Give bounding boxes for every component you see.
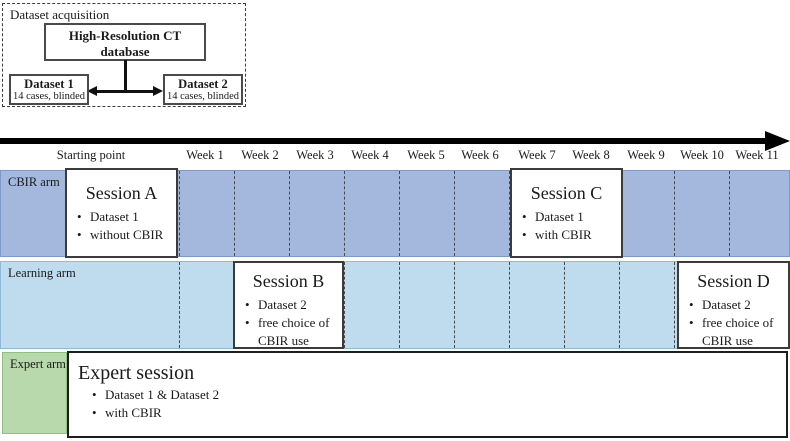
session-d-bullet-2: free choice of CBIR use bbox=[689, 314, 786, 350]
session-a-title: Session A bbox=[85, 183, 158, 203]
week-divider bbox=[619, 262, 620, 348]
session-c-title: Session C bbox=[530, 183, 603, 203]
dataset2-box: Dataset 2 14 cases, blinded bbox=[163, 74, 243, 105]
week-label-4: Week 4 bbox=[351, 148, 389, 162]
expert-arm-band: Expert arm bbox=[2, 352, 67, 434]
week-divider bbox=[674, 262, 675, 348]
connector-horizontal-line bbox=[93, 90, 157, 93]
expert-session-bullets: Dataset 1 & Dataset 2 with CBIR bbox=[69, 386, 786, 423]
week-label-10: Week 10 bbox=[680, 148, 724, 162]
expert-session-bullet-2: with CBIR bbox=[92, 404, 786, 422]
arrowhead-right-icon bbox=[153, 86, 163, 96]
week-divider bbox=[674, 171, 675, 256]
week-label-8: Week 8 bbox=[572, 148, 610, 162]
session-c-bullet-2: with CBIR bbox=[522, 226, 619, 244]
session-b-bullets: Dataset 2 free choice of CBIR use bbox=[235, 296, 342, 350]
week-divider bbox=[179, 171, 180, 256]
dataset-acquisition-panel: Dataset acquisition High-Resolution CT d… bbox=[2, 3, 246, 107]
learning-arm-label: Learning arm bbox=[8, 266, 76, 280]
dataset2-name: Dataset 2 bbox=[178, 77, 228, 91]
session-b-title: Session B bbox=[252, 271, 325, 291]
expert-arm-label: Expert arm bbox=[10, 357, 66, 371]
learning-arm-band: Learning arm bbox=[0, 261, 790, 349]
session-d-title: Session D bbox=[697, 271, 770, 291]
session-a-bullets: Dataset 1 without CBIR bbox=[67, 208, 176, 244]
timeline-arrowhead-icon bbox=[765, 131, 790, 151]
week-divider bbox=[289, 171, 290, 256]
session-b-bullet-2: free choice of CBIR use bbox=[245, 314, 340, 350]
session-a-box: Session A Dataset 1 without CBIR bbox=[65, 168, 178, 258]
expert-session-box: Expert session Dataset 1 & Dataset 2 wit… bbox=[67, 351, 788, 438]
dataset1-name: Dataset 1 bbox=[24, 77, 74, 91]
dataset-acquisition-title: Dataset acquisition bbox=[10, 7, 110, 22]
session-c-box: Session C Dataset 1 with CBIR bbox=[510, 168, 623, 258]
session-d-bullets: Dataset 2 free choice of CBIR use bbox=[679, 296, 788, 350]
week-label-2: Week 2 bbox=[241, 148, 279, 162]
week-divider bbox=[454, 171, 455, 256]
week-label-9: Week 9 bbox=[627, 148, 665, 162]
ct-database-box: High-Resolution CT database bbox=[44, 23, 206, 61]
week-label-3: Week 3 bbox=[296, 148, 334, 162]
ct-database-line1: High-Resolution CT bbox=[68, 28, 182, 43]
week-divider bbox=[179, 262, 180, 348]
timeline-arrow-shaft bbox=[0, 138, 770, 144]
session-b-bullet-1: Dataset 2 bbox=[245, 296, 340, 314]
week-label-7: Week 7 bbox=[518, 148, 556, 162]
dataset2-detail: 14 cases, blinded bbox=[166, 91, 240, 103]
session-c-bullets: Dataset 1 with CBIR bbox=[512, 208, 621, 244]
ct-database-line2: database bbox=[100, 44, 150, 60]
session-b-box: Session B Dataset 2 free choice of CBIR … bbox=[233, 261, 344, 349]
week-divider bbox=[454, 262, 455, 348]
week-label-1: Week 1 bbox=[186, 148, 224, 162]
dataset1-detail: 14 cases, blinded bbox=[12, 91, 86, 103]
session-a-bullet-2: without CBIR bbox=[77, 226, 174, 244]
week-divider bbox=[509, 171, 510, 256]
expert-session-bullet-1: Dataset 1 & Dataset 2 bbox=[92, 386, 786, 404]
week-label-6: Week 6 bbox=[461, 148, 499, 162]
week-divider bbox=[564, 262, 565, 348]
week-label-5: Week 5 bbox=[407, 148, 445, 162]
session-c-bullet-1: Dataset 1 bbox=[522, 208, 619, 226]
cbir-arm-label: CBIR arm bbox=[8, 175, 60, 189]
week-divider bbox=[344, 171, 345, 256]
week-divider bbox=[344, 262, 345, 348]
week-divider bbox=[399, 262, 400, 348]
expert-session-title: Expert session bbox=[78, 362, 195, 384]
week-divider bbox=[399, 171, 400, 256]
session-a-bullet-1: Dataset 1 bbox=[77, 208, 174, 226]
week-divider bbox=[509, 262, 510, 348]
arrowhead-left-icon bbox=[87, 86, 97, 96]
timeline-start-label: Starting point bbox=[56, 148, 126, 162]
week-divider bbox=[234, 171, 235, 256]
session-d-box: Session D Dataset 2 free choice of CBIR … bbox=[677, 261, 790, 349]
week-divider bbox=[729, 171, 730, 256]
session-d-bullet-1: Dataset 2 bbox=[689, 296, 786, 314]
connector-vertical-line bbox=[124, 60, 127, 92]
week-label-11: Week 11 bbox=[735, 148, 779, 162]
dataset1-box: Dataset 1 14 cases, blinded bbox=[9, 74, 89, 105]
